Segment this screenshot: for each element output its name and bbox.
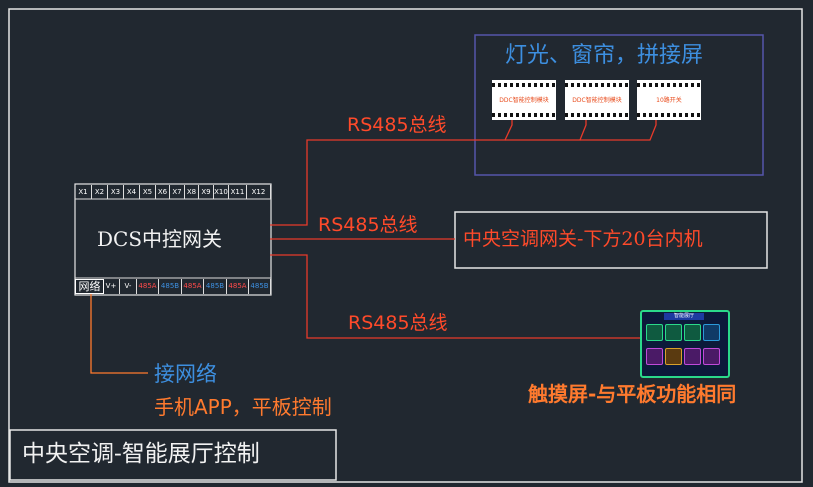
settings-tile-icon xyxy=(684,348,701,365)
touchscreen-device: 智能展厅 xyxy=(640,310,730,378)
rs485-top-branch-2 xyxy=(505,118,587,141)
gateway-bottom-port-7: 485B xyxy=(204,279,227,294)
fan-tile-icon xyxy=(703,324,720,341)
gateway-port-x10: X10 xyxy=(214,185,229,199)
light-tile-icon xyxy=(665,324,682,341)
gateway-bottom-port-6: 485A xyxy=(182,279,204,294)
gateway-port-x4: X4 xyxy=(124,185,140,199)
gateway-port-x1: X1 xyxy=(75,185,92,199)
touchscreen-header: 智能展厅 xyxy=(664,313,704,320)
rs485-middle-label: RS485总线 xyxy=(318,214,418,236)
network-desc: 手机APP，平板控制 xyxy=(154,395,332,419)
gateway-port-x5: X5 xyxy=(140,185,156,199)
ac-gateway-frame xyxy=(454,211,768,269)
gateway-label: DCS中控网关 xyxy=(97,227,223,251)
scene-tile-icon xyxy=(646,324,663,341)
lock-tile-icon xyxy=(646,348,663,365)
gateway-bottom-port-2: V+ xyxy=(103,279,120,294)
gateway-bottom-port-3: V- xyxy=(120,279,137,294)
rs485-top-label: RS485总线 xyxy=(347,114,447,136)
rs485-top-line xyxy=(270,118,513,226)
network-label: 接网络 xyxy=(154,362,217,386)
lighting-module-3: 10路开关 xyxy=(637,80,701,120)
gateway-port-x11: X11 xyxy=(229,185,247,199)
ac-gateway-label: 中央空调网关-下方20台内机 xyxy=(463,228,703,250)
gateway-bottom-port-5: 485B xyxy=(159,279,182,294)
touchscreen-label: 触摸屏-与平板功能相同 xyxy=(528,382,737,406)
screen-tile-icon xyxy=(665,348,682,365)
lighting-module-2: DDC智能控制模块 xyxy=(565,80,629,120)
lighting-group-frame xyxy=(474,34,764,176)
curtain-tile-icon xyxy=(684,324,701,341)
gateway-port-x6: X6 xyxy=(156,185,170,199)
gateway-port-x8: X8 xyxy=(185,185,199,199)
rs485-bottom-label: RS485总线 xyxy=(348,312,448,334)
home-tile-icon xyxy=(703,348,720,365)
rs485-bottom-line xyxy=(270,254,642,339)
page-title: 中央空调-智能展厅控制 xyxy=(22,441,260,467)
gateway-port-x7: X7 xyxy=(170,185,185,199)
gateway-port-x12: X12 xyxy=(247,185,271,199)
lighting-group-title: 灯光、窗帘，拼接屏 xyxy=(505,43,704,68)
lighting-module-1: DDC智能控制模块 xyxy=(492,80,556,120)
gateway-port-x2: X2 xyxy=(92,185,108,199)
gateway-port-x3: X3 xyxy=(108,185,124,199)
network-line xyxy=(90,294,148,374)
gateway-port-x9: X9 xyxy=(199,185,214,199)
gateway-bottom-port-8: 485A xyxy=(227,279,249,294)
gateway-bottom-port-9: 485B xyxy=(249,279,271,294)
title-frame xyxy=(9,429,337,481)
gateway-bottom-port-4: 485A xyxy=(137,279,159,294)
gateway-bottom-port-1: 网络 xyxy=(75,279,104,294)
rs485-top-branch-3 xyxy=(580,118,657,141)
outer-frame xyxy=(8,8,803,483)
